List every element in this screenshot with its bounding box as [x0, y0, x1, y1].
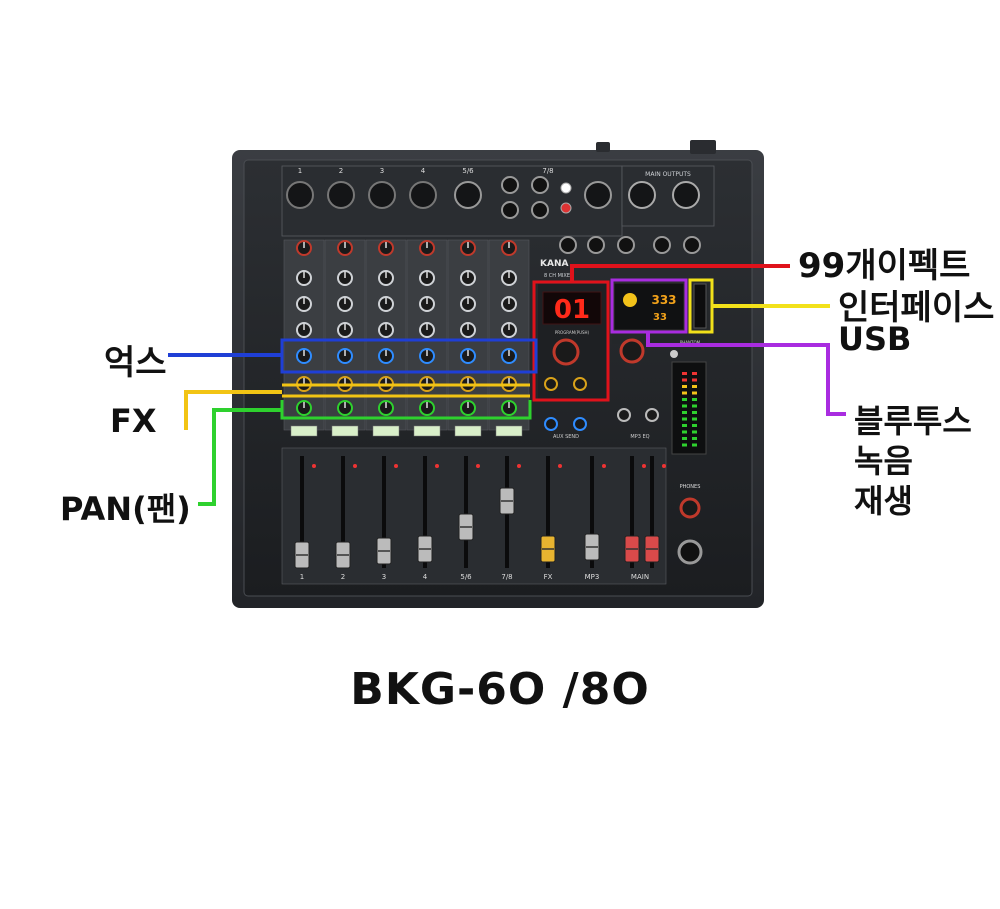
mp3-display-bottom: 33: [653, 312, 667, 323]
fx-callout: FX: [110, 402, 157, 440]
line-jacks: [501, 176, 701, 254]
svg-text:4: 4: [421, 167, 426, 175]
bluetooth-callout-line2: 녹음: [854, 442, 913, 480]
channel-labels: 1 2 3 4 5/6 7/8: [298, 167, 554, 175]
phantom-label: PHANTOM: [680, 340, 701, 345]
mp3-volume-knob[interactable]: [619, 338, 645, 364]
channel-4-mute-button[interactable]: [413, 425, 441, 437]
main-outputs-label: MAIN OUTPUTS: [645, 171, 691, 178]
svg-text:FX: FX: [544, 573, 553, 581]
channel-2-mute-button[interactable]: [331, 425, 359, 437]
effects-callout: 99개이펙트: [798, 246, 971, 286]
mp3-eq-label: MP3 EQ: [630, 434, 649, 440]
brand-label: KANA: [540, 259, 568, 269]
channel-5-mute-button[interactable]: [454, 425, 482, 437]
aux-send-knobs: [544, 408, 659, 431]
channel-6-mute-button[interactable]: [495, 425, 523, 437]
channel-3-mute-button[interactable]: [372, 425, 400, 437]
svg-text:4: 4: [423, 573, 428, 581]
svg-text:3: 3: [382, 573, 386, 581]
phones-jack[interactable]: [677, 539, 703, 565]
channel-1-mute-button[interactable]: [290, 425, 318, 437]
xlr-inputs: [286, 181, 700, 209]
meter-leds: [682, 372, 697, 447]
effects-display-digits: 01: [554, 295, 590, 325]
bluetooth-callout-line3: 재생: [854, 482, 913, 520]
svg-text:2: 2: [341, 573, 345, 581]
svg-text:1: 1: [298, 167, 302, 175]
svg-text:7/8: 7/8: [501, 573, 512, 581]
svg-text:5/6: 5/6: [460, 573, 472, 581]
svg-text:MAIN: MAIN: [631, 573, 649, 581]
fader-labels: 1 2 3 4 5/6 7/8 FX MP3 MAIN: [300, 573, 649, 581]
level-meter: [671, 361, 707, 455]
power-connector: [690, 140, 716, 154]
svg-text:1: 1: [300, 573, 304, 581]
effects-callout-line: [570, 264, 790, 282]
fx-callout-line: [184, 390, 282, 430]
mp3-display: [613, 282, 685, 331]
usb-interface-callout-line2: USB: [838, 320, 912, 358]
effects-display: [542, 291, 602, 325]
phones-label: PHONES: [680, 484, 701, 490]
fx-knob-1[interactable]: [544, 377, 558, 391]
phantom-switch[interactable]: [670, 350, 678, 358]
svg-text:2: 2: [339, 167, 343, 175]
program-knob[interactable]: [552, 338, 580, 366]
faders: [294, 456, 666, 569]
mp3-display-top: 333: [651, 293, 676, 307]
program-label: PROGRAM(PUSH): [555, 330, 590, 335]
aux-callout: 억스: [104, 343, 167, 383]
svg-text:5/6: 5/6: [462, 167, 474, 175]
pan-callout: PAN(팬): [60, 490, 191, 528]
phones-knob[interactable]: [679, 497, 701, 519]
bluetooth-callout-line: [646, 332, 846, 416]
svg-text:7/8: 7/8: [542, 167, 553, 175]
bluetooth-callout-line1: 블루투스: [854, 402, 972, 440]
pan-callout-line: [198, 408, 282, 506]
model-title: BKG-6O /8O: [350, 664, 650, 715]
svg-text:3: 3: [380, 167, 384, 175]
fx-knob-2[interactable]: [573, 377, 587, 391]
aux-send-label: AUX SEND: [553, 434, 579, 440]
usb-port[interactable]: [693, 283, 707, 329]
usb-interface-callout-line1: 인터페이스: [838, 288, 995, 328]
mixer-caption: 8 CH MIXER: [544, 273, 574, 279]
mp3-display-icon: [623, 293, 637, 307]
power-jack: [596, 142, 610, 152]
svg-text:MP3: MP3: [585, 573, 600, 581]
